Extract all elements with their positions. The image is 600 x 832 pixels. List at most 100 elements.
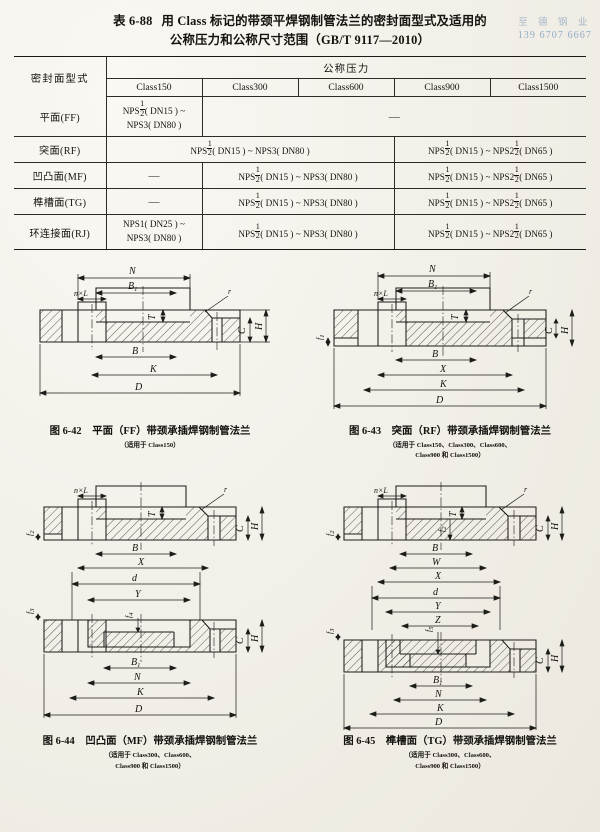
hatch-u-body [96,507,208,541]
label-C: C [235,525,246,532]
cell-line: NPS3( DN80 ) [126,120,182,131]
col-header-class900: Class900 [393,78,491,98]
label-H: H [550,654,561,663]
fig-6-43-sub-2: Class900 和 Class1500） [415,452,485,460]
dim-B-u [94,551,178,557]
label-f1: f1 [315,334,326,340]
row-label-2: 凹凸面(MF) [14,162,107,190]
hatch-left [334,309,358,338]
label-H: H [560,326,571,335]
label-X: X [439,364,447,375]
label-r: r [529,287,533,296]
dim-H-l [559,639,565,674]
fig-6-43-caption: 图 6-43 突面（RF）带颈承插焊钢制管法兰 （适用于 Class150、Cl… [300,422,600,462]
cell-line: — [148,169,160,182]
fig-6-44-sub-1: （适用于 Class300、Class600、 [104,751,196,759]
dim-f3 [35,613,41,621]
sealing-face-table: 密封面型式 公称压力 Class150 Class300 Class600 Cl… [14,56,587,250]
dim-B1-l [102,665,178,671]
dim-C [247,316,253,343]
cell-line: NPS1( DN25 ) ~ [123,219,185,230]
dim-N [76,273,192,300]
leader-r-u [200,493,225,511]
figure-grid: N B1 n×L [0,260,600,772]
label-H: H [254,322,265,331]
hatch-u-right [520,516,536,541]
dim-D-l [342,674,538,731]
label-f3: f3 [325,628,336,634]
hatch-l-body [88,620,210,653]
hatch-u-body [396,507,508,541]
dim-nxL-u [377,493,407,499]
label-d: d [132,573,138,584]
label-D: D [434,717,443,728]
fig-6-45-number: 图 6-45 [343,736,376,748]
hatch-l-right [220,629,236,653]
label-C: C [535,525,546,532]
figure-row-bottom: n×L r T f2 [0,472,600,772]
label-N: N [133,672,142,683]
title-line-2: 公称压力和公称尺寸范围（GB/T 9117—2010） [40,31,560,50]
hatch-u-left [44,507,62,535]
hatch-l-left [344,640,362,673]
cell-r2-c0: — [105,162,203,190]
hatch-l-body [378,640,510,673]
row-label-3: 榫槽面(TG) [14,188,107,216]
row-label-4: 环连接面(RJ) [14,214,107,250]
group-header: 公称压力 [105,56,587,80]
leader-r [204,295,229,313]
label-B1: B1 [128,281,137,293]
fig-6-43-drawing: N B1 n×L r [315,264,575,409]
label-K: K [439,379,448,390]
label-K: K [136,687,145,698]
dim-B [94,354,178,360]
table-number: 表 6-88 [113,14,153,28]
label-T: T [147,313,158,320]
hatch-left-outer [40,309,62,342]
fig-6-44-sub-2: Class900 和 Class1500） [115,762,185,770]
fig-6-45-title: 榫槽面（TG）带颈承插焊钢制管法兰 [385,736,557,748]
label-X: X [434,571,442,582]
fig-6-45-caption: 图 6-45 榫槽面（TG）带颈承插焊钢制管法兰 （适用于 Class300、C… [300,732,600,772]
label-nxL: n×L [374,486,388,495]
figure-6-44: n×L r T f2 [0,472,300,772]
col-header-class150: Class150 [105,78,203,98]
dim-X [376,372,514,378]
label-Y: Y [135,589,142,600]
dim-H-u [259,506,265,542]
hatch-body [96,309,212,342]
dim-B-u [398,551,474,557]
dim-N-l [392,697,488,703]
cell-r0-c1: — [201,96,587,138]
label-N: N [128,266,137,277]
dim-H-l [259,619,265,654]
label-C: C [235,637,246,644]
table-header-row-1: 密封面型式 公称压力 [14,56,587,97]
cell-r4-c0: NPS1( DN25 ) ~NPS3( DN80 ) [105,214,203,250]
label-d: d [433,587,439,598]
fig-6-44-number: 图 6-44 [42,736,75,748]
dim-Y [384,609,492,615]
label-f2: f2 [25,530,36,536]
fig-6-43-title: 突面（RF）带颈承插焊钢制管法兰 [391,425,551,437]
label-B: B [432,349,438,360]
fig-6-42-caption: 图 6-42 平面（FF）带颈承插焊钢制管法兰 （适用于 Class150） [0,422,300,452]
dim-C-u [245,515,251,542]
label-B1: B1 [433,675,442,687]
fig-6-45-sub-2: Class900 和 Class1500） [415,762,485,770]
dim-H [240,308,270,344]
label-C: C [544,327,555,334]
